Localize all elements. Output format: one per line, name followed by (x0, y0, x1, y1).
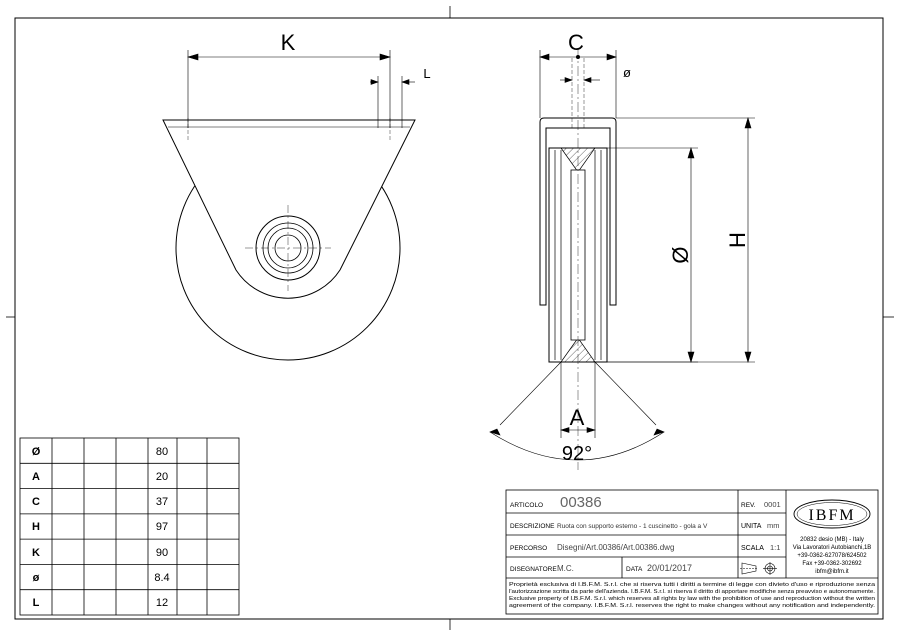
value-data: 20/01/2017 (647, 563, 692, 573)
spec-value: 37 (156, 496, 168, 508)
spec-symbol: K (32, 547, 40, 559)
spec-symbol: Ø (32, 446, 41, 458)
address-line: Via Lavoratori Autobianchi,1B (793, 545, 872, 551)
spec-value: 80 (156, 446, 168, 458)
dim-label-angle: 92° (562, 443, 592, 465)
value-unita: mm (767, 521, 780, 530)
support-bracket (162, 119, 416, 299)
value-percorso: Disegni/Art.00386/Art.00386.dwg (557, 543, 674, 552)
label-unita: UNITA (741, 523, 762, 530)
value-scala: 1:1 (770, 543, 780, 552)
dimension-a (489, 361, 665, 461)
legal-line: Exclusive property of I.B.F.M. S.r.l. wh… (509, 596, 875, 602)
dim-label-bore: ø (623, 65, 631, 80)
projection-symbol-icon (740, 562, 777, 575)
dimension-k (186, 50, 392, 128)
legal-line: l'autorizzazione scritta da parte dell'a… (509, 589, 875, 595)
dim-label-l: L (423, 66, 430, 81)
spec-symbol: ø (33, 572, 40, 584)
address-line: Fax +39-0362-302692 (802, 561, 862, 567)
spec-value: 97 (156, 521, 168, 533)
c-center-dot (576, 55, 580, 59)
sheet-border (14, 17, 884, 620)
address-line: 20832 desio (MB) - Italy (800, 537, 864, 543)
title-block (505, 489, 879, 615)
spec-symbol: C (32, 496, 40, 508)
dimension-l (370, 76, 415, 128)
side-bracket (539, 117, 617, 306)
side-view (539, 48, 617, 470)
spec-value: 20 (156, 471, 168, 483)
address-line: +39-0362-627078/624502 (797, 553, 867, 559)
legal-line: Proprietà esclusiva di I.B.F.M. S.r.l. c… (509, 582, 875, 588)
label-disegnatore: DISEGNATORE (510, 566, 557, 573)
legal-line: agreement of the company. I.B.F.M. S.r.l… (509, 603, 875, 609)
dim-label-a: A (570, 405, 585, 430)
label-articolo: ARTICOLO (510, 502, 543, 509)
front-view (162, 118, 416, 361)
spec-value: 8.4 (154, 572, 169, 584)
dim-label-wheel-diameter: Ø (668, 246, 693, 263)
label-scala: SCALA (741, 545, 764, 552)
label-rev: REV. (741, 502, 756, 509)
value-descrizione: Ruota con supporto esterno - 1 cuscinett… (557, 523, 708, 530)
address-line: ibfm@ibfm.it (815, 569, 849, 575)
logo-text: IBFM (808, 507, 855, 524)
value-rev: 0001 (764, 500, 781, 509)
dim-label-k: K (281, 30, 296, 55)
spec-symbol: A (32, 471, 40, 483)
dim-label-c: C (568, 30, 584, 55)
value-articolo: 00386 (560, 494, 602, 511)
label-data: DATA (626, 566, 643, 573)
dimension-h (607, 116, 755, 364)
spec-symbol: H (32, 521, 40, 533)
spec-value: 90 (156, 547, 168, 559)
dim-label-h: H (725, 232, 750, 248)
spec-symbol: L (33, 597, 40, 609)
spec-value: 12 (156, 597, 168, 609)
ibfm-logo: IBFM (793, 499, 871, 529)
spec-table (19, 437, 240, 616)
label-percorso: PERCORSO (510, 545, 547, 552)
value-disegnatore: M.C. (557, 564, 574, 573)
label-descrizione: DESCRIZIONE (510, 523, 555, 530)
dimension-bore (560, 77, 600, 83)
